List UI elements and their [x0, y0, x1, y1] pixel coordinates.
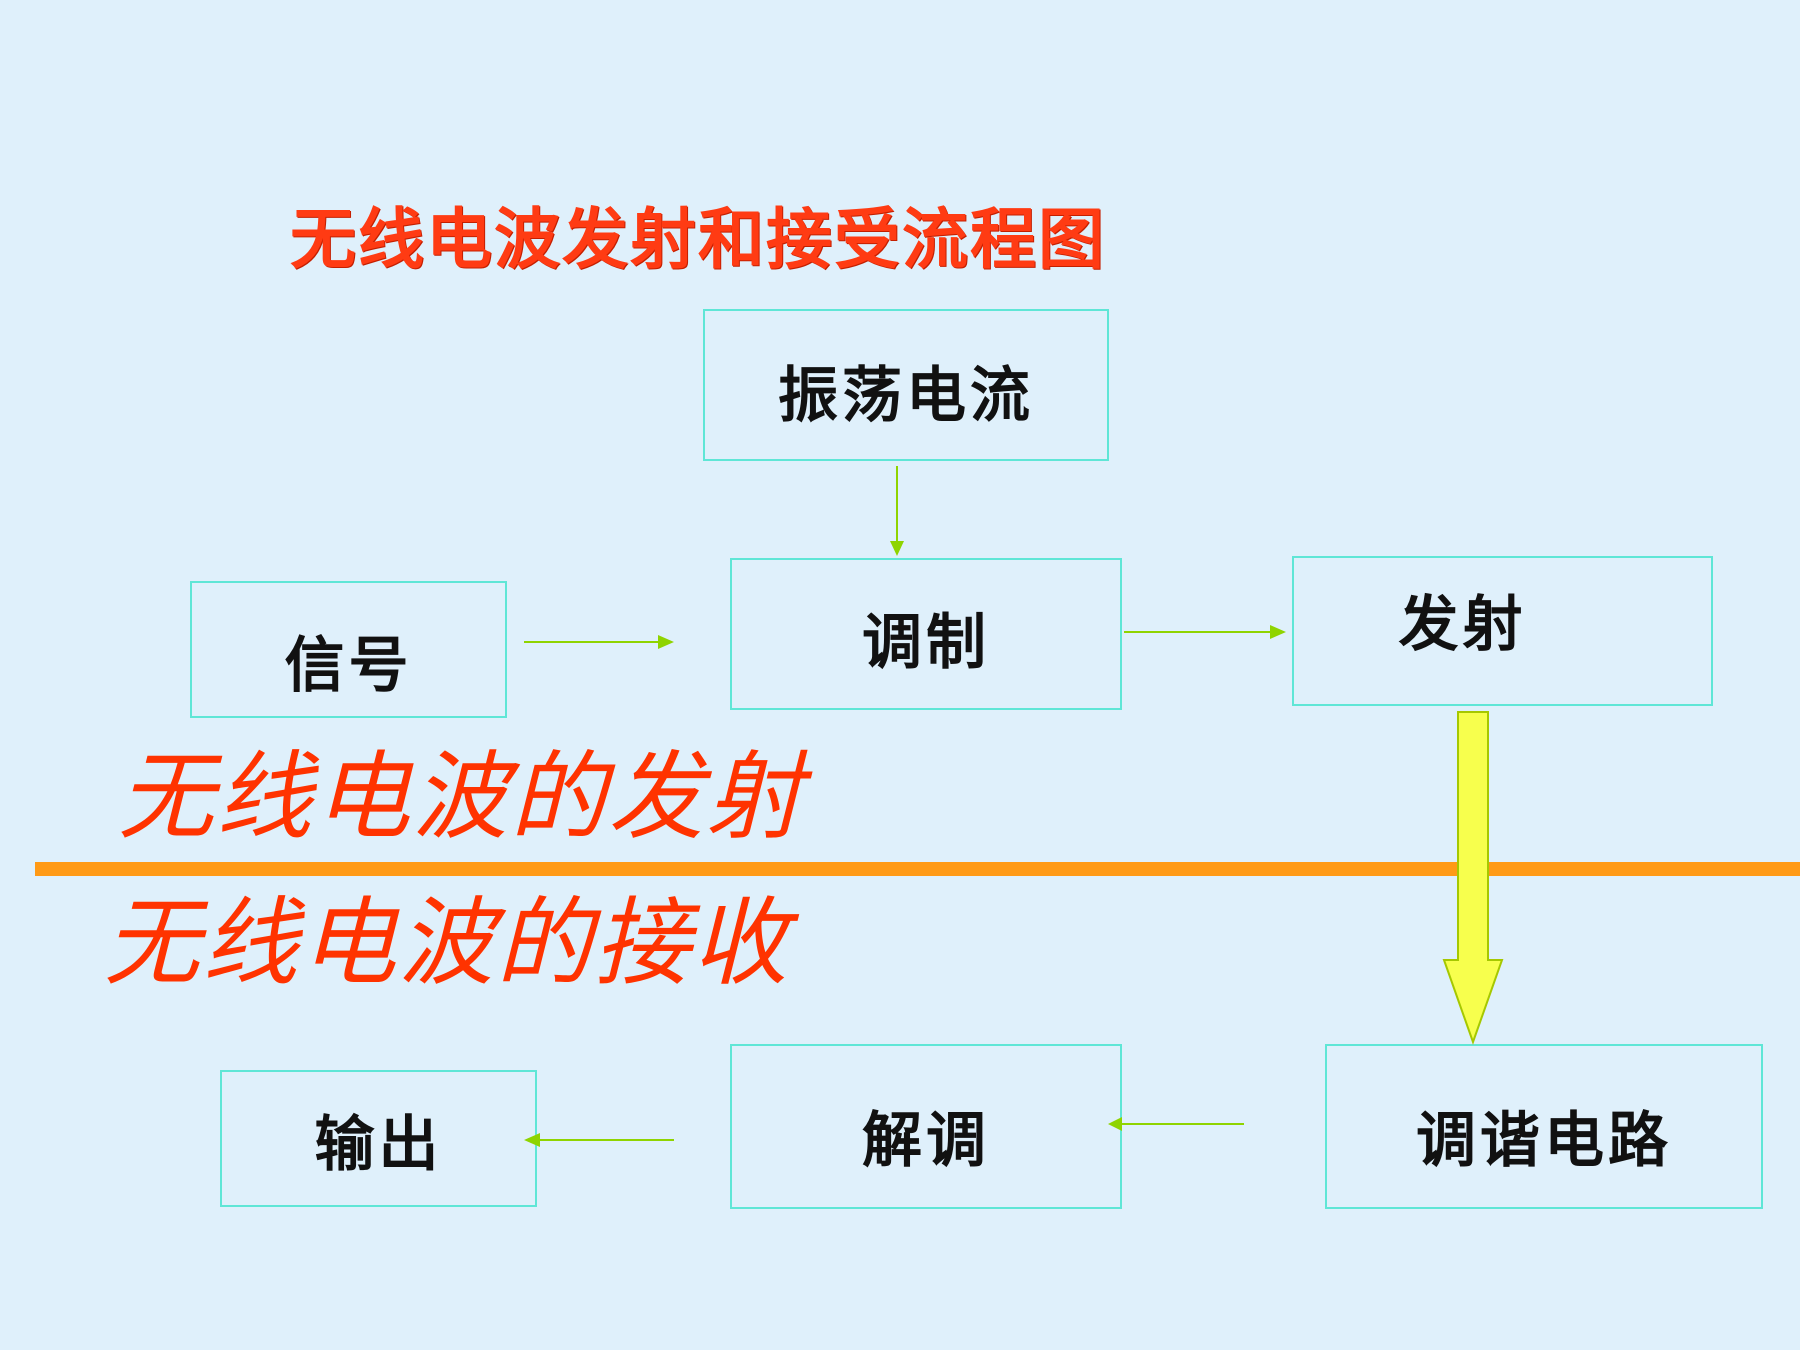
- box-tuning-circuit: 调谐电路: [1325, 1044, 1763, 1209]
- section-label-transmit: 无线电波的发射: [118, 741, 804, 853]
- box-output: 输出: [220, 1070, 537, 1207]
- diagram-title: 无线电波发射和接受流程图: [290, 201, 1106, 278]
- box-emission: 发射: [1292, 556, 1713, 706]
- arrow-demodulation-to-output: [524, 1133, 674, 1147]
- section-label-receive: 无线电波的接收: [104, 887, 790, 999]
- arrow-emission-to-tuning-circuit: [1442, 711, 1504, 1045]
- box-emission-label: 发射: [1398, 590, 1527, 660]
- box-oscillating-current: 振荡电流: [703, 309, 1109, 461]
- arrow-tuning-to-demodulation: [1108, 1117, 1244, 1131]
- box-modulation: 调制: [730, 558, 1122, 710]
- box-signal-label: 信号: [284, 631, 413, 701]
- box-signal: 信号: [190, 581, 507, 718]
- arrow-signal-to-modulation: [524, 635, 674, 649]
- box-modulation-label: 调制: [862, 608, 990, 678]
- arrow-oscillating-to-modulation: [890, 466, 904, 556]
- box-demodulation-label: 解调: [862, 1106, 990, 1176]
- box-oscillating-current-label: 振荡电流: [778, 361, 1034, 431]
- box-output-label: 输出: [314, 1110, 443, 1180]
- box-tuning-circuit-label: 调谐电路: [1416, 1106, 1672, 1176]
- transmit-receive-divider: [35, 862, 1800, 876]
- box-demodulation: 解调: [730, 1044, 1122, 1209]
